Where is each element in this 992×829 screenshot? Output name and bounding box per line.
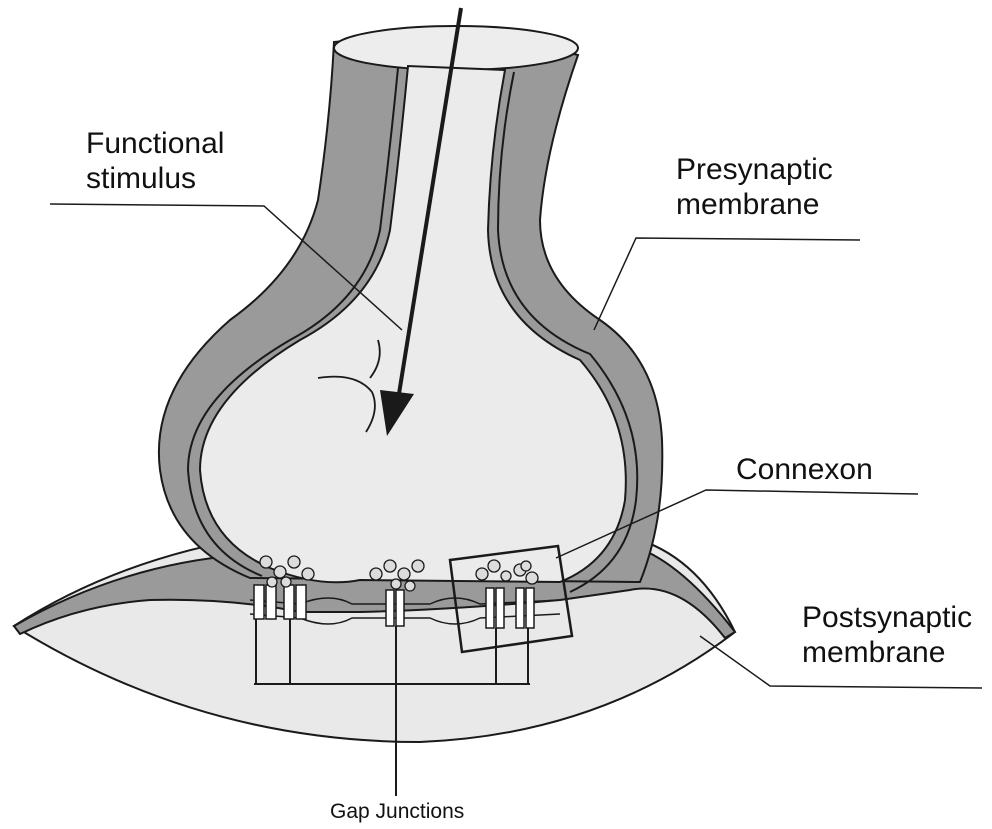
gap-junctions-label: Gap Junctions — [330, 800, 464, 825]
connexon-label: Connexon — [736, 452, 873, 487]
functional-stimulus-label-line-2: stimulus — [86, 161, 224, 196]
presynaptic-label-line-1: Presynaptic — [676, 152, 833, 187]
postsynaptic-label-line-1: Postsynaptic — [802, 600, 972, 635]
presynaptic-membrane-label: Presynaptic membrane — [676, 152, 833, 223]
postsynaptic-label-line-2: membrane — [802, 635, 972, 670]
postsynaptic-membrane-label: Postsynaptic membrane — [802, 600, 972, 671]
functional-stimulus-label: Functional stimulus — [86, 126, 224, 197]
functional-stimulus-label-line-1: Functional — [86, 126, 224, 161]
presynaptic-label-line-2: membrane — [676, 187, 833, 222]
